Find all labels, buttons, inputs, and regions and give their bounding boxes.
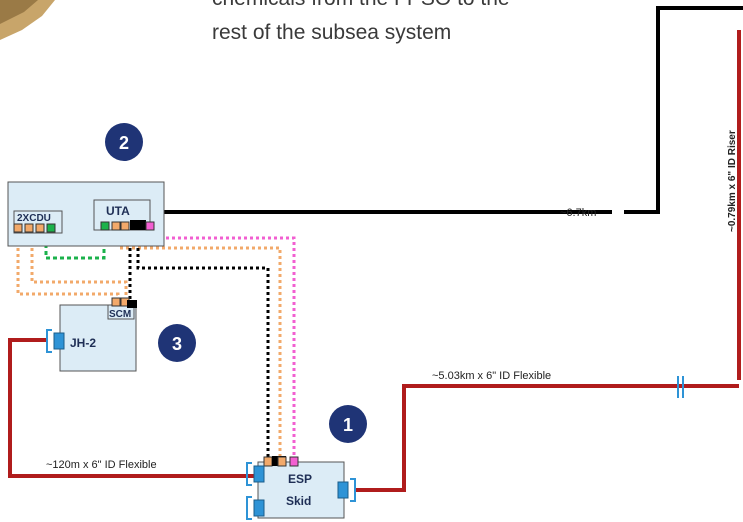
jumper-flowline-label: ~120m x 6" ID Flexible bbox=[46, 459, 157, 471]
cdu-port-4 bbox=[46, 223, 56, 233]
umbilical-break bbox=[612, 205, 624, 219]
uta-label: UTA bbox=[106, 204, 130, 218]
main-flowline bbox=[356, 384, 739, 492]
riser-label: ~0.79km x 6" ID Riser bbox=[727, 130, 738, 232]
scm-label: SCM bbox=[109, 309, 131, 320]
intro-line-1: chemicals from the FPSO to the bbox=[212, 0, 632, 16]
cdu-port-2 bbox=[24, 223, 34, 233]
esp-connector-bottom-icon bbox=[246, 496, 265, 520]
uta-port-orange-2 bbox=[120, 221, 130, 231]
umbilical-line bbox=[152, 6, 743, 214]
marker-2-number: 2 bbox=[119, 133, 129, 153]
cdu-port-1 bbox=[13, 223, 23, 233]
umbilical-length-label: ~6.7km bbox=[560, 207, 596, 219]
hydraulic-line-mid bbox=[30, 230, 128, 306]
esp-skid-label-2: Skid bbox=[286, 494, 311, 508]
esp-port-pink bbox=[289, 456, 299, 467]
cdu-label: 2XCDU bbox=[17, 213, 51, 224]
main-flowline-label: ~5.03km x 6" ID Flexible bbox=[432, 370, 551, 382]
jh2-node[interactable]: JH-2 SCM bbox=[46, 297, 137, 372]
jumper-flowline bbox=[8, 338, 256, 478]
template-node[interactable]: 2XCDU UTA bbox=[7, 181, 165, 247]
esp-skid-label-1: ESP bbox=[288, 472, 312, 486]
intro-text: chemicals from the FPSO to the rest of t… bbox=[212, 0, 632, 50]
hydraulic-line-esp bbox=[118, 230, 282, 460]
uta-port-black bbox=[130, 220, 146, 230]
esp-connector-left-icon bbox=[246, 462, 265, 486]
cdu-port-3 bbox=[35, 223, 45, 233]
esp-skid-node[interactable]: ESP Skid bbox=[246, 456, 356, 520]
intro-line-2: rest of the subsea system bbox=[212, 21, 452, 44]
uta-port-green bbox=[100, 221, 110, 231]
marker-1: 1 bbox=[329, 405, 367, 443]
jh2-label: JH-2 bbox=[70, 336, 96, 350]
flowline-connector-icon bbox=[677, 376, 684, 398]
uta-port-orange bbox=[111, 221, 121, 231]
marker-3-number: 3 bbox=[172, 334, 182, 354]
esp-port-orange bbox=[263, 456, 273, 467]
marker-1-number: 1 bbox=[343, 415, 353, 435]
uta-port-pink bbox=[145, 221, 155, 231]
esp-connector-right-icon bbox=[337, 478, 356, 502]
marker-2: 2 bbox=[105, 123, 143, 161]
comms-line-esp bbox=[136, 230, 270, 460]
corner-image-fragment bbox=[0, 0, 55, 40]
scm-port-black bbox=[127, 300, 137, 308]
scm-port-orange bbox=[111, 297, 121, 307]
marker-3: 3 bbox=[158, 324, 196, 362]
esp-port-orange-2 bbox=[277, 456, 287, 467]
electric-line bbox=[148, 230, 296, 460]
jh2-connector-icon bbox=[46, 329, 65, 353]
